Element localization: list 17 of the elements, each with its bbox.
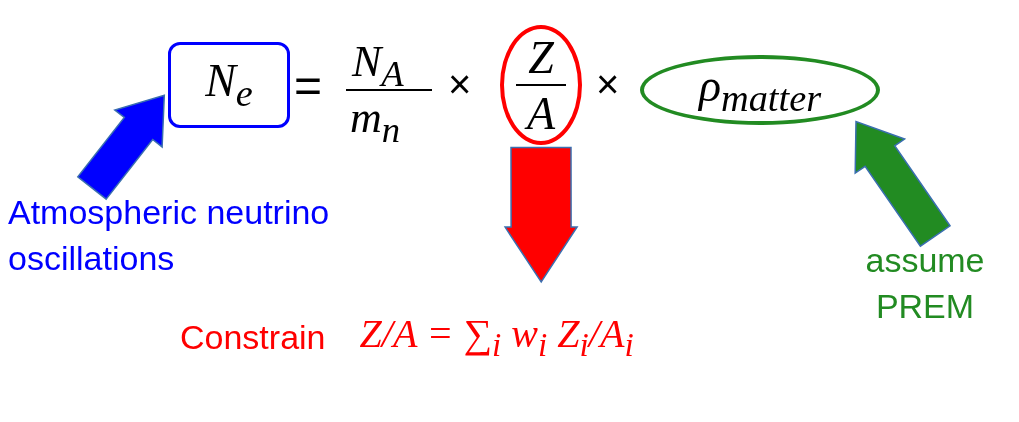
density-ellipse: ρ$_{matter}$ [640,55,880,125]
block-arrow [503,146,579,284]
fraction-ellipse [500,25,582,145]
annotation-text: assume PREM [840,236,1010,332]
math-symbol: A [526,86,556,140]
math-symbol: m$_{n}$ [350,92,401,151]
block-arrow [76,94,166,201]
math-symbol: Z [528,30,554,84]
times-sign: × [596,62,620,107]
times-sign: × [448,62,472,107]
math-symbol: N$_{A}$ [352,36,404,95]
formula: Z/A = ∑$_{i}$ w$_{i}$ Z$_{i}$/A$_{i}$ [359,310,634,364]
equals-sign: = [294,58,323,113]
annotation-text: Atmospheric neutrino oscillations [8,188,408,284]
block-arrow [854,120,952,248]
symbol-box: N$_{e}$ [168,42,290,128]
annotation-text: Constrain [180,317,326,357]
